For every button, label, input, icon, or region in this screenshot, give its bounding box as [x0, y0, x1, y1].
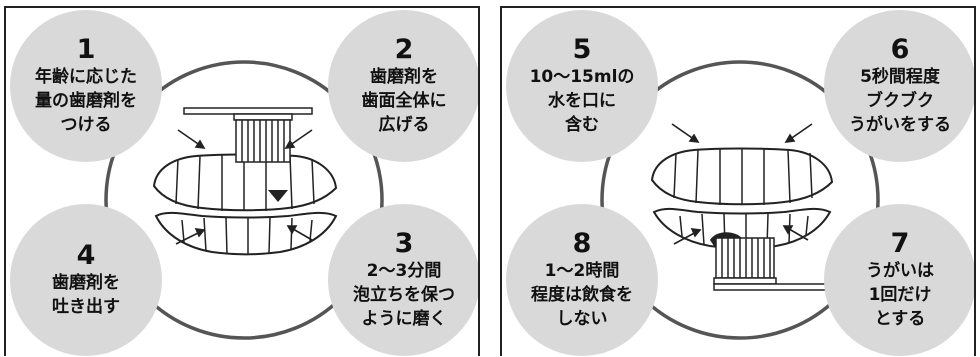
step-text-line: ように磨く [361, 309, 447, 329]
step-number: 7 [890, 228, 910, 259]
step-number: 1 [76, 34, 96, 65]
panel-rinsing: 5 10〜15mlの 水を口に 含む 6 5秒間程度 ブクブク うがいをする 8… [500, 6, 976, 356]
lower-teeth [652, 207, 832, 250]
step-number: 3 [394, 228, 414, 259]
teeth-with-toothbrush-top-icon [104, 60, 384, 340]
panel-brushing: 1 年齢に応じた 量の歯磨剤を つける 2 歯磨剤を 歯面全体に 広げる 4 歯… [4, 6, 480, 356]
step-1: 1 年齢に応じた 量の歯磨剤を つける [10, 10, 162, 162]
step-text-line: 10〜15mlの [529, 67, 635, 87]
step-text-line: 量の歯磨剤を [35, 91, 137, 111]
toothbrush-bristles [715, 237, 775, 279]
step-text-line: 歯磨剤を [52, 273, 120, 293]
step-4: 4 歯磨剤を 吐き出す [10, 204, 162, 356]
toothbrush-head [233, 113, 293, 121]
step-text-line: うがいは [866, 261, 934, 281]
toothbrush-head [713, 277, 777, 285]
step-text-line: しない [556, 309, 608, 329]
step-5: 5 10〜15mlの 水を口に 含む [506, 10, 658, 162]
step-text-line: 広げる [378, 115, 430, 135]
step-6: 6 5秒間程度 ブクブク うがいをする [824, 10, 974, 162]
step-text-line: ブクブク [866, 91, 934, 111]
toothbrush-handle [713, 283, 843, 291]
step-number: 2 [394, 34, 414, 65]
step-text-line: 吐き出す [52, 297, 120, 317]
step-text-line: 年齢に応じた [35, 67, 137, 87]
toothbrush-bristles [235, 119, 291, 163]
step-text-line: とする [874, 309, 926, 329]
step-text-line: 程度は飲食を [531, 285, 633, 305]
step-number: 6 [890, 34, 910, 65]
step-text-line: 歯磨剤を [370, 67, 438, 87]
upper-teeth [152, 153, 338, 212]
step-text-line: うがいをする [849, 115, 951, 135]
step-text-line: 2〜3分間 [366, 261, 442, 281]
teeth-with-toothbrush-bottom-icon [600, 60, 880, 340]
step-text-line: 1〜2時間 [544, 261, 620, 281]
step-3: 3 2〜3分間 泡立ちを保つ ように磨く [328, 204, 478, 356]
step-text-line: 水を口に [548, 91, 616, 111]
toothbrush-handle [183, 107, 313, 115]
step-number: 4 [76, 240, 96, 271]
step-text-line: 1回だけ [868, 285, 932, 305]
step-text-line: 5秒間程度 [860, 67, 940, 87]
step-text-line: 含む [565, 115, 599, 135]
step-text-line: つける [60, 115, 112, 135]
arrow-icon [175, 129, 313, 245]
step-2: 2 歯磨剤を 歯面全体に 広げる [328, 10, 478, 162]
step-number: 8 [572, 228, 592, 259]
step-text-line: 歯面全体に [361, 91, 447, 111]
step-7: 7 うがいは 1回だけ とする [824, 204, 974, 356]
step-8: 8 1〜2時間 程度は飲食を しない [506, 204, 658, 356]
arrow-icon [671, 123, 813, 245]
step-text-line: 泡立ちを保つ [353, 285, 455, 305]
toothpaste [268, 190, 288, 202]
step-number: 5 [572, 34, 592, 65]
